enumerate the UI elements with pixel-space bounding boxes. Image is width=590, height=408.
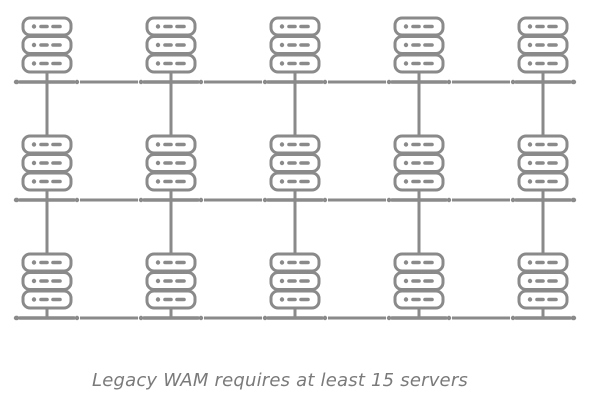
bus-dot [262, 197, 268, 203]
server-led [155, 160, 161, 166]
bus-dot [14, 79, 20, 85]
server-stack-icon [18, 134, 76, 202]
server-led [31, 160, 37, 166]
server-led [403, 278, 409, 284]
server-led [31, 278, 37, 284]
bus-dot [446, 315, 452, 321]
server-led [155, 24, 161, 29]
server-led [31, 61, 37, 66]
bus-dot [198, 197, 204, 203]
server-stack-icon [266, 16, 324, 84]
server-led [279, 179, 285, 184]
diagram-caption: Legacy WAM requires at least 15 servers [91, 370, 469, 391]
bus-dot [322, 79, 328, 85]
server-led [279, 297, 285, 302]
server-led [31, 42, 37, 48]
bus-dot [510, 79, 516, 85]
server-led [403, 42, 409, 48]
bus-dot [446, 197, 452, 203]
bus-dot [570, 315, 576, 321]
bus-dot [74, 79, 80, 85]
server-led [403, 61, 409, 66]
bus-dot [386, 197, 392, 203]
bus-dot [14, 315, 20, 321]
server-led [527, 278, 533, 284]
server-stack-icon [18, 252, 76, 320]
server-led [403, 179, 409, 184]
bus-dot [198, 79, 204, 85]
server-led [279, 42, 285, 48]
server-stack-icon [142, 134, 200, 202]
server-led [279, 160, 285, 166]
server-led [31, 24, 37, 29]
bus-dot [386, 315, 392, 321]
server-led [155, 278, 161, 284]
server-led [527, 179, 533, 184]
server-stack-icon [266, 252, 324, 320]
server-led [155, 260, 161, 265]
bus-dot [570, 197, 576, 203]
bus-dot [14, 197, 20, 203]
bus-dot [74, 197, 80, 203]
server-led [279, 278, 285, 284]
bus-dot [262, 315, 268, 321]
server-led [155, 42, 161, 48]
server-stack-icon [514, 134, 572, 202]
server-led [155, 179, 161, 184]
server-stack-icon [142, 252, 200, 320]
server-stack-icon [514, 252, 572, 320]
server-stack-icon [514, 16, 572, 84]
server-stack-icon [390, 134, 448, 202]
server-led [527, 42, 533, 48]
bus-dot [570, 79, 576, 85]
server-led [155, 297, 161, 302]
server-led [279, 24, 285, 29]
bus-dot [138, 79, 144, 85]
bus-dot [510, 197, 516, 203]
server-led [403, 260, 409, 265]
server-network-diagram [13, 16, 577, 321]
bus-dot [74, 315, 80, 321]
server-led [527, 24, 533, 29]
bus-dot [386, 79, 392, 85]
bus-dot [138, 197, 144, 203]
bus-dot [138, 315, 144, 321]
bus-dot [322, 315, 328, 321]
server-led [31, 179, 37, 184]
bus-dot [262, 79, 268, 85]
server-led [527, 142, 533, 147]
bus-dot [198, 315, 204, 321]
server-stack-icon [390, 252, 448, 320]
bus-dot [510, 315, 516, 321]
server-stack-icon [142, 16, 200, 84]
server-stack-icon [266, 134, 324, 202]
bus-dot [446, 79, 452, 85]
server-led [527, 160, 533, 166]
server-led [279, 142, 285, 147]
bus-dot [322, 197, 328, 203]
server-led [527, 297, 533, 302]
server-led [403, 24, 409, 29]
server-led [403, 142, 409, 147]
server-led [279, 260, 285, 265]
server-led [31, 297, 37, 302]
server-led [31, 260, 37, 265]
server-led [527, 260, 533, 265]
server-led [403, 160, 409, 166]
server-led [527, 61, 533, 66]
server-stack-icon [18, 16, 76, 84]
server-stack-icon [390, 16, 448, 84]
server-led [403, 297, 409, 302]
server-led [155, 142, 161, 147]
server-led [279, 61, 285, 66]
server-led [155, 61, 161, 66]
server-led [31, 142, 37, 147]
